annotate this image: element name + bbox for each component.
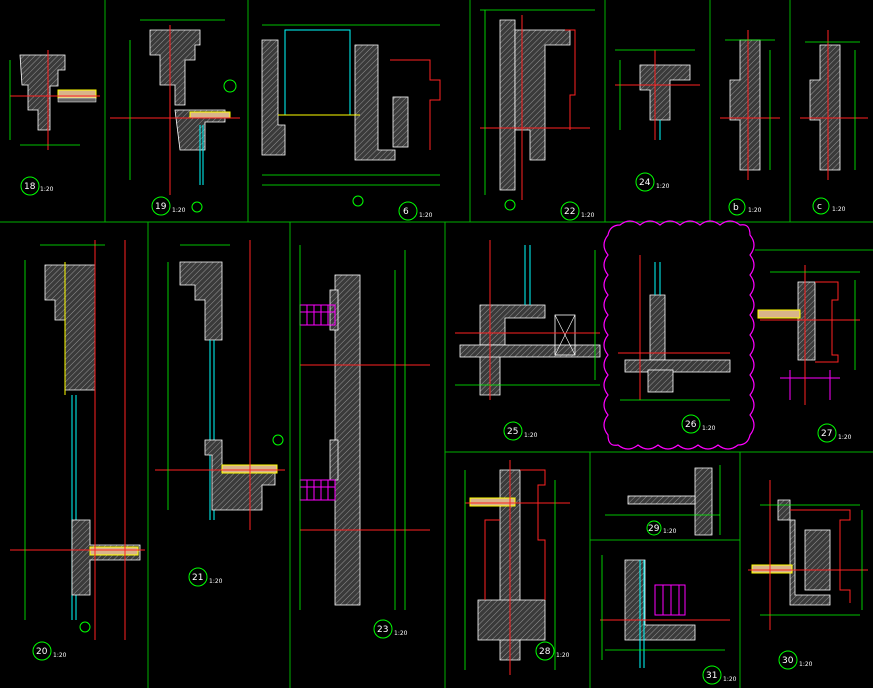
detail-25-label: 25 (507, 427, 518, 437)
detail-23-scale: 1:20 (394, 630, 408, 637)
detail-22[interactable]: 22 1:20 (480, 9, 595, 221)
detail-23[interactable]: 23 1:20 (299, 245, 430, 639)
detail-28-scale: 1:20 (556, 652, 570, 659)
detail-6[interactable]: 6 1:20 (261, 24, 441, 221)
detail-24-scale: 1:20 (656, 183, 670, 190)
railing-lower (299, 479, 336, 501)
detail-19[interactable]: 19 1:20 (110, 19, 240, 216)
detail-24-label: 24 (639, 178, 651, 188)
detail-27-label: 27 (821, 429, 832, 439)
detail-31[interactable]: 31 1:20 (600, 555, 737, 685)
detail-22-scale: 1:20 (581, 212, 595, 219)
detail-b[interactable]: b 1:20 (720, 30, 780, 216)
detail-26-scale: 1:20 (702, 425, 716, 432)
detail-29-label: 29 (648, 524, 660, 534)
detail-20-label: 20 (36, 647, 48, 657)
detail-28-label: 28 (539, 647, 551, 657)
detail-18-scale: 1:20 (40, 186, 54, 193)
detail-b-scale: 1:20 (748, 207, 762, 214)
detail-25-scale: 1:20 (524, 432, 538, 439)
detail-30-scale: 1:20 (799, 661, 813, 668)
detail-20-scale: 1:20 (53, 652, 67, 659)
revision-cloud (603, 220, 755, 450)
detail-19-scale: 1:20 (172, 207, 186, 214)
detail-6-scale: 1:20 (419, 212, 433, 219)
detail-23-label: 23 (377, 625, 388, 635)
detail-29[interactable]: 29 1:20 (605, 465, 721, 536)
detail-20[interactable]: 20 1:20 (10, 240, 145, 661)
detail-30-label: 30 (782, 656, 794, 666)
detail-25[interactable]: 25 1:20 (455, 240, 601, 441)
detail-21-scale: 1:20 (209, 578, 223, 585)
detail-b-label: b (733, 203, 739, 213)
detail-c[interactable]: c 1:20 (800, 30, 868, 215)
detail-18[interactable]: 18 1:20 (9, 50, 100, 196)
detail-26[interactable]: 26 1:20 (603, 220, 755, 450)
detail-18-label: 18 (24, 182, 36, 192)
detail-27-scale: 1:20 (838, 434, 852, 441)
detail-27[interactable]: 27 1:20 (757, 265, 860, 443)
detail-24[interactable]: 24 1:20 (615, 49, 700, 192)
detail-31-scale: 1:20 (723, 676, 737, 683)
detail-22-label: 22 (564, 207, 575, 217)
detail-29-scale: 1:20 (663, 528, 677, 535)
detail-28[interactable]: 28 1:20 (464, 460, 570, 675)
detail-21-label: 21 (192, 573, 203, 583)
detail-31-label: 31 (706, 671, 717, 681)
detail-26-label: 26 (685, 420, 697, 430)
detail-c-scale: 1:20 (832, 206, 846, 213)
detail-19-label: 19 (155, 202, 167, 212)
detail-c-label: c (817, 202, 822, 212)
detail-21[interactable]: 21 1:20 (155, 240, 285, 587)
detail-6-label: 6 (403, 207, 409, 217)
detail-30[interactable]: 30 1:20 (748, 480, 868, 670)
